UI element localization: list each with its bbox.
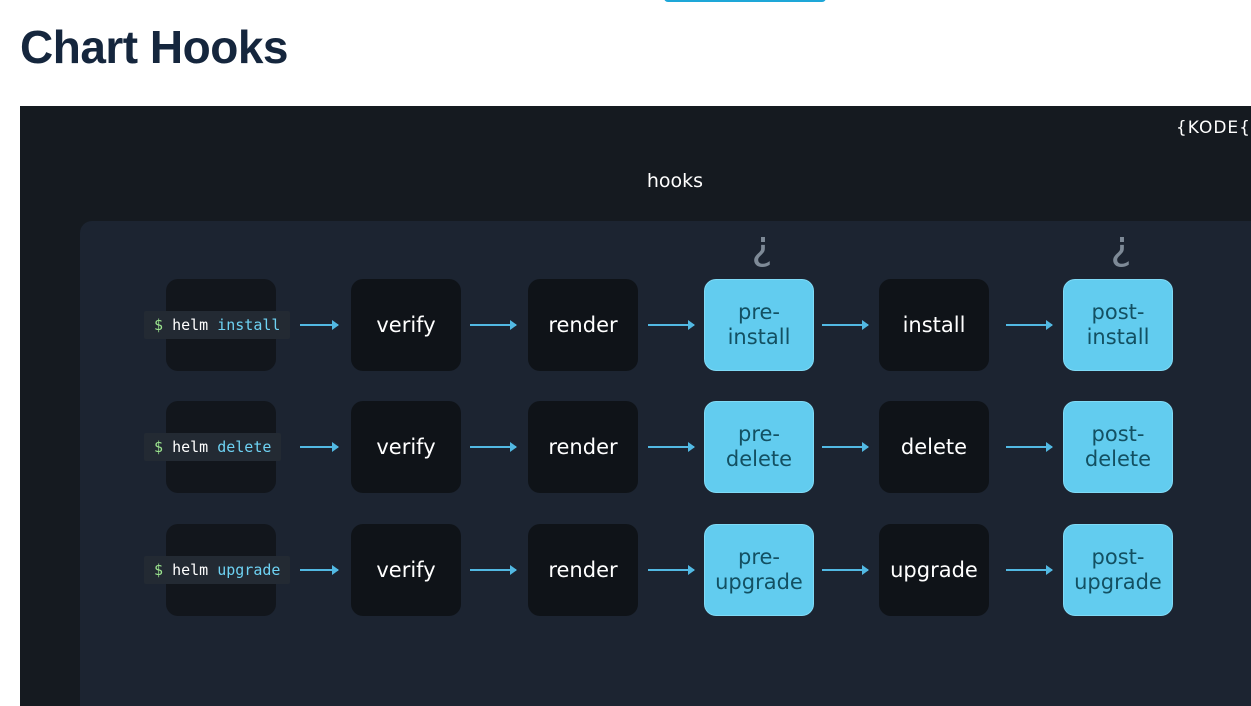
step-pre-hook-label: pre- install	[727, 300, 791, 349]
flow-arrow	[648, 565, 695, 575]
flow-arrow	[470, 565, 517, 575]
step-verify: verify	[351, 279, 461, 371]
command-tool: helm	[172, 316, 209, 334]
flow-row-upgrade: $ helm upgrade verify render pre- upgrad…	[20, 524, 1251, 616]
command-subcommand: delete	[217, 438, 272, 456]
step-post-hook-label: post- install	[1086, 300, 1150, 349]
flow-arrow	[1006, 442, 1053, 452]
step-render: render	[528, 524, 638, 616]
step-post-hook-label: post- delete	[1084, 422, 1152, 471]
diagram-title: hooks	[646, 170, 704, 192]
command-subcommand: install	[217, 316, 281, 334]
step-post-hook: post- delete	[1063, 401, 1173, 493]
command-subcommand: upgrade	[217, 561, 281, 579]
flow-arrow	[470, 442, 517, 452]
flow-row-install: $ helm install verify render pre- instal…	[20, 279, 1251, 371]
flow-arrow	[300, 320, 339, 330]
step-pre-hook-label: pre- upgrade	[715, 545, 803, 594]
hooks-diagram: {KODE{ hooks ¿ ¿ $ helm install verify r…	[20, 106, 1251, 706]
command-tool: helm	[172, 438, 209, 456]
step-pre-hook-label: pre- delete	[725, 422, 793, 471]
step-pre-hook: pre- install	[704, 279, 814, 371]
flow-arrow	[822, 565, 869, 575]
flow-arrow	[300, 565, 339, 575]
brand-logo-text: KODE	[1187, 118, 1240, 138]
step-verify: verify	[351, 524, 461, 616]
step-action: install	[879, 279, 989, 371]
step-verify: verify	[351, 401, 461, 493]
command-label: $ helm install	[144, 311, 291, 339]
command-tool: helm	[172, 561, 209, 579]
step-action: delete	[879, 401, 989, 493]
command-prompt: $	[154, 438, 164, 456]
step-render: render	[528, 401, 638, 493]
flow-arrow	[822, 442, 869, 452]
command-label: $ helm upgrade	[144, 556, 291, 584]
page-title: Chart Hooks	[20, 21, 288, 73]
flow-row-delete: $ helm delete verify render pre- delete …	[20, 401, 1251, 493]
step-post-hook-label: post- upgrade	[1074, 545, 1162, 594]
command-prompt: $	[154, 561, 164, 579]
hook-icon: ¿	[751, 223, 773, 269]
brand-logo-mark-end: {	[1239, 118, 1251, 138]
step-post-hook: post- upgrade	[1063, 524, 1173, 616]
brand-logo: {KODE{	[1176, 118, 1251, 138]
command-label: $ helm delete	[144, 433, 282, 461]
flow-arrow	[1006, 565, 1053, 575]
step-action: upgrade	[879, 524, 989, 616]
step-render: render	[528, 279, 638, 371]
flow-arrow	[470, 320, 517, 330]
flow-arrow	[1006, 320, 1053, 330]
flow-arrow	[822, 320, 869, 330]
step-post-hook: post- install	[1063, 279, 1173, 371]
step-pre-hook: pre- delete	[704, 401, 814, 493]
flow-arrow	[300, 442, 339, 452]
step-pre-hook: pre- upgrade	[704, 524, 814, 616]
hook-icon: ¿	[1110, 223, 1132, 269]
command-prompt: $	[154, 316, 164, 334]
flow-arrow	[648, 442, 695, 452]
flow-arrow	[648, 320, 695, 330]
brand-logo-mark: {	[1175, 118, 1188, 138]
top-tab-indicator	[664, 0, 826, 2]
